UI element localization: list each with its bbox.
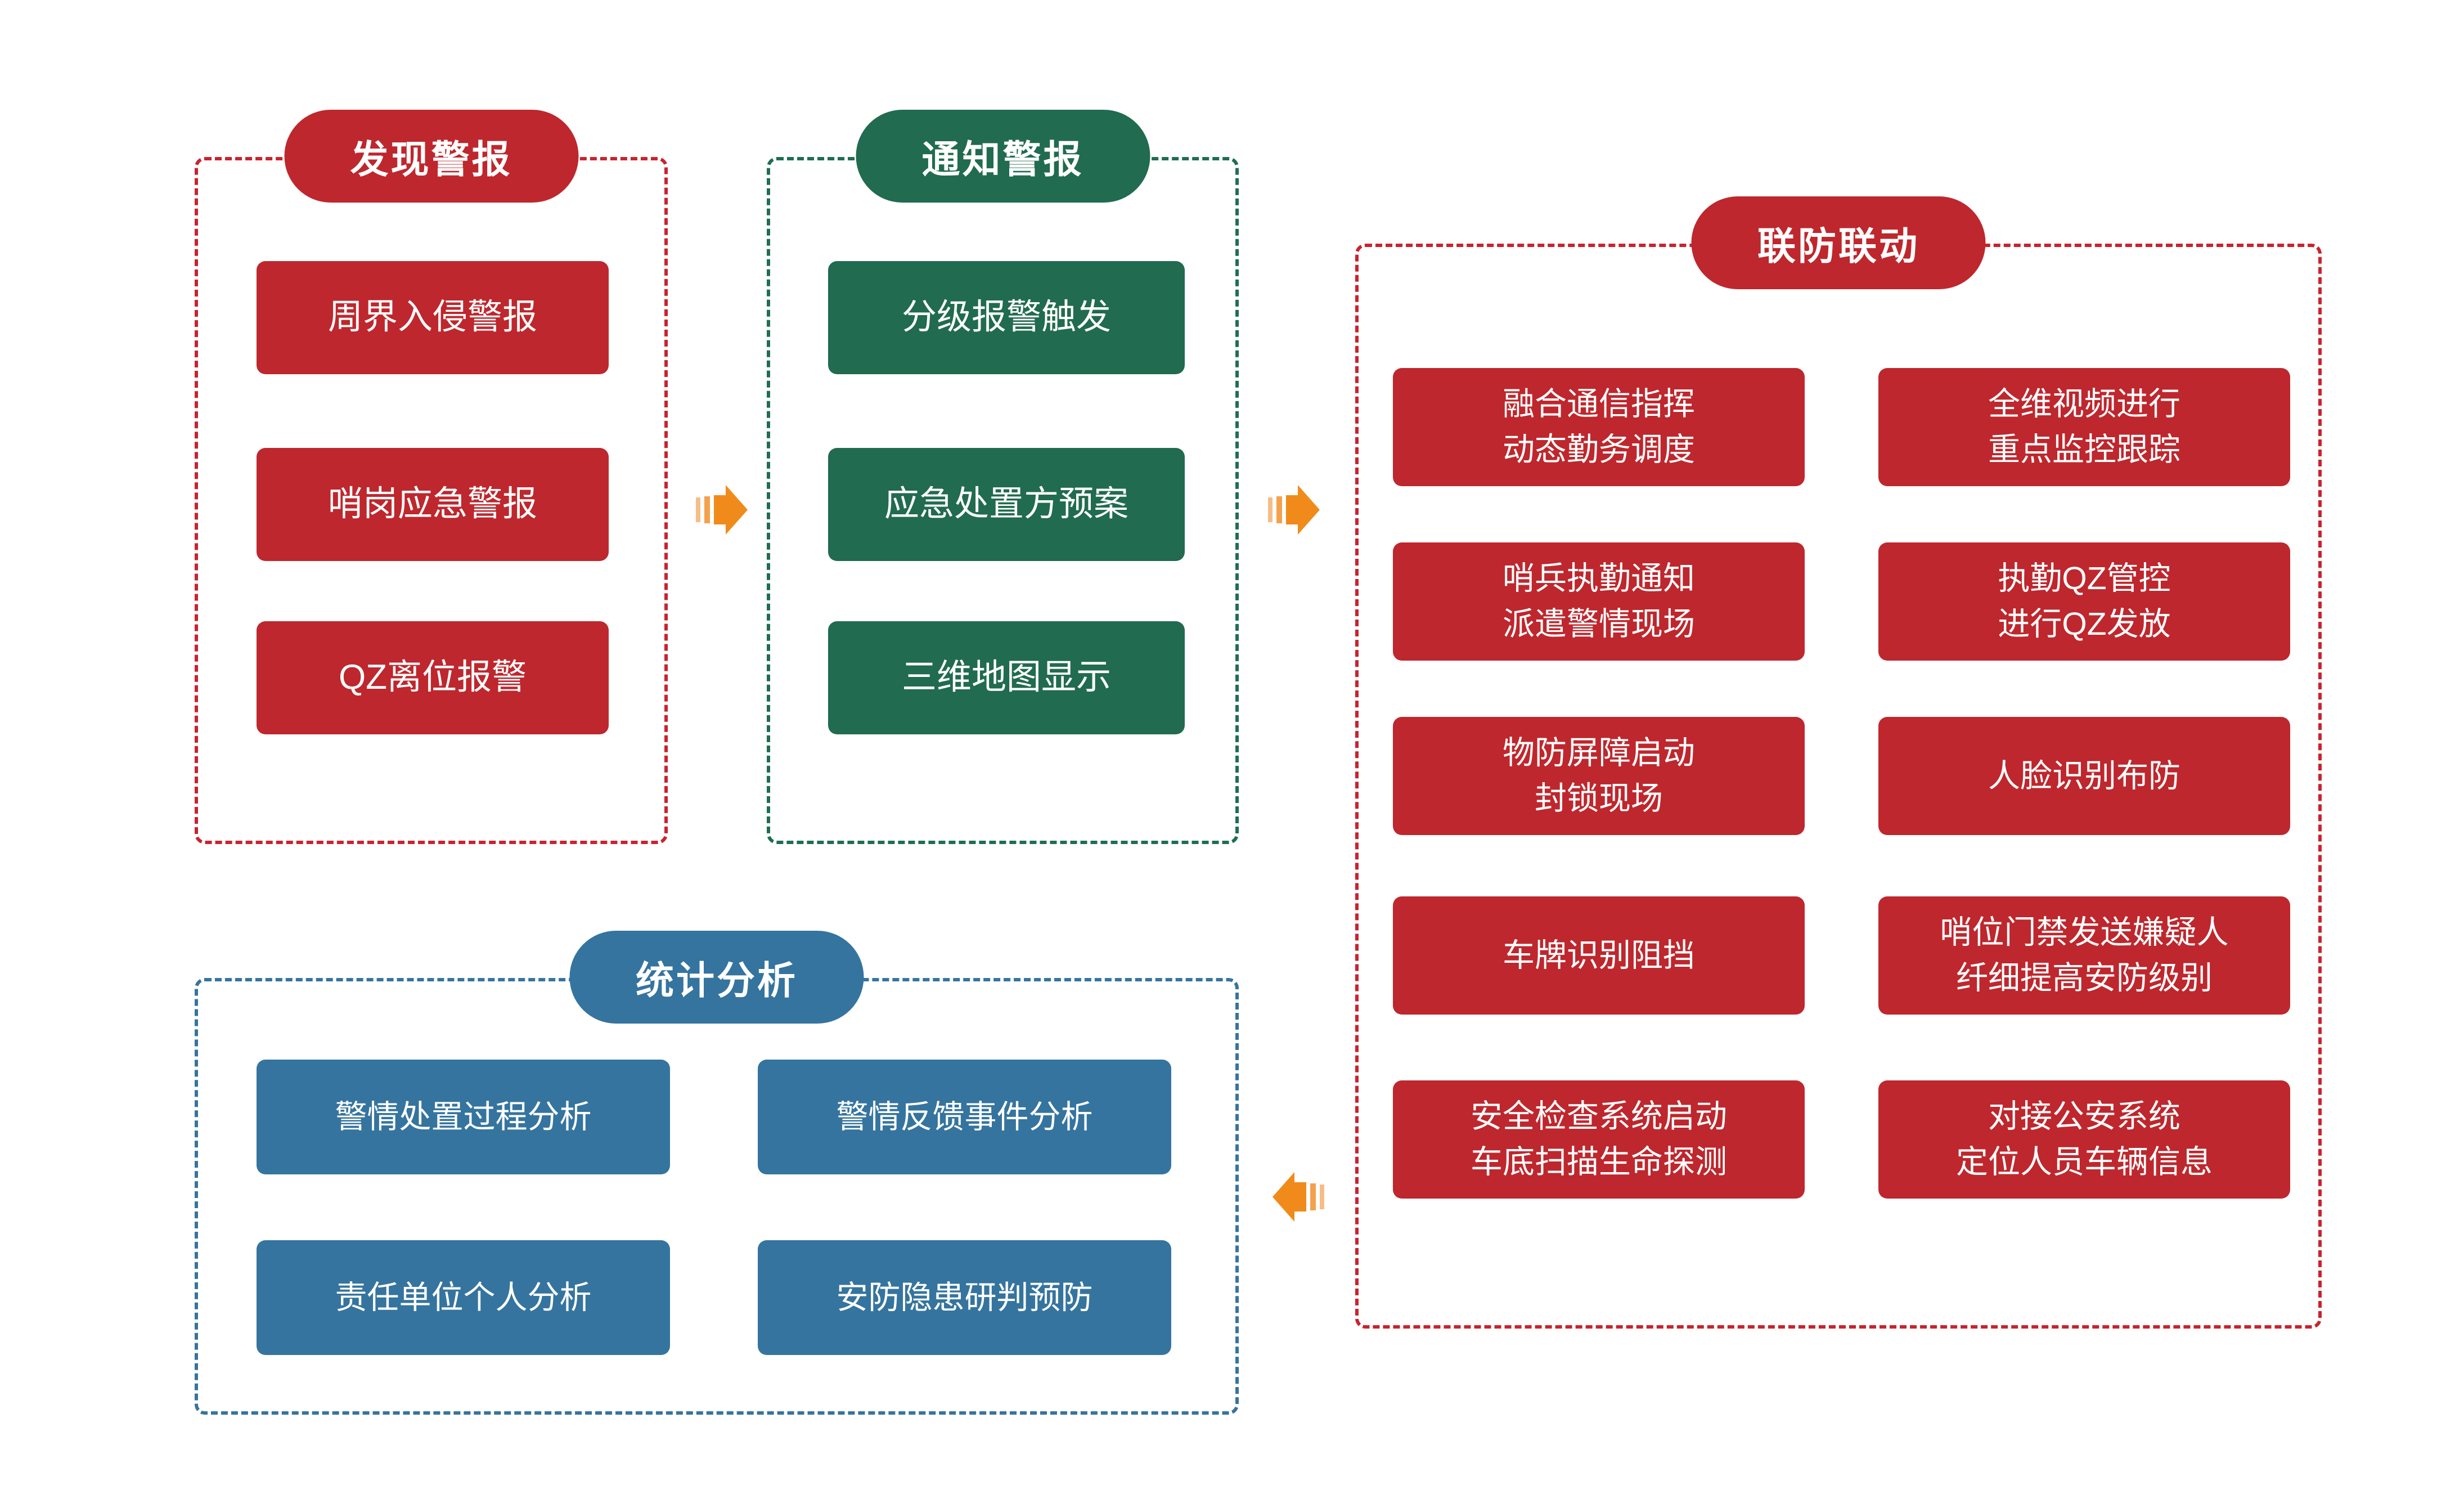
flow-node-label: 人脸识别布防 xyxy=(1988,757,2180,794)
flow-node-label: 哨岗应急警报 xyxy=(327,484,537,524)
flow-node-perimeter-intrusion-alarm: 周界入侵警报 xyxy=(257,261,609,374)
section-title: 联防联动 xyxy=(1757,225,1919,268)
flow-node-label: 哨位门禁发送嫌疑人 纤细提高安防级别 xyxy=(1940,914,2229,996)
section-title: 发现警报 xyxy=(350,138,512,181)
flow-node-label: 融合通信指挥 动态勤务调度 xyxy=(1503,386,1695,468)
flow-node-label: QZ离位报警 xyxy=(338,658,527,697)
section-title: 统计分析 xyxy=(635,959,798,1002)
flow-node-label: 全维视频进行 重点监控跟踪 xyxy=(1988,386,2180,468)
section-joint-defense-title-pill: 联防联动 xyxy=(1691,196,1986,289)
flow-node-3d-map-display: 三维地图显示 xyxy=(828,621,1185,734)
flow-node-physical-barrier-lockdown: 物防屏障启动 封锁现场 xyxy=(1393,717,1805,835)
flow-node-security-check-underbody-scan: 安全检查系统启动 车底扫描生命探测 xyxy=(1393,1080,1805,1199)
flow-node-label: 三维地图显示 xyxy=(901,658,1111,697)
flow-node-label: 车牌识别阻挡 xyxy=(1503,937,1695,973)
flow-node-label: 哨兵执勤通知 派遣警情现场 xyxy=(1503,560,1695,642)
flow-node-label: 对接公安系统 定位人员车辆信息 xyxy=(1956,1098,2213,1180)
flow-node-security-hazard-prediction: 安防隐患研判预防 xyxy=(758,1240,1171,1355)
flow-node-fused-comm-command: 融合通信指挥 动态勤务调度 xyxy=(1393,368,1805,486)
flow-node-post-access-suspect-alert: 哨位门禁发送嫌疑人 纤细提高安防级别 xyxy=(1878,896,2290,1015)
flow-node-label: 应急处置方预案 xyxy=(884,484,1128,524)
section-notify-alarm: 通知警报 分级报警触发 应急处置方预案 三维地图显示 xyxy=(767,110,1239,844)
flow-node-alarm-handling-process-analysis: 警情处置过程分析 xyxy=(257,1060,670,1174)
flow-node-label: 物防屏障启动 封锁现场 xyxy=(1503,735,1695,816)
section-statistics: 统计分析 警情处置过程分析 警情反馈事件分析 责任单位个人分析 安防隐患研判预防 xyxy=(195,931,1239,1415)
flow-node-qz-control-issue: 执勤QZ管控 进行QZ发放 xyxy=(1878,542,2290,661)
section-title: 通知警报 xyxy=(921,138,1084,181)
flow-arrow-left-icon xyxy=(1273,1172,1324,1222)
flow-node-plate-recognition-block: 车牌识别阻挡 xyxy=(1393,896,1805,1015)
section-joint-defense: 联防联动 融合通信指挥 动态勤务调度 全维视频进行 重点监控跟踪 哨兵执勤通知 … xyxy=(1355,196,2322,1329)
section-statistics-title-pill: 统计分析 xyxy=(569,931,864,1024)
flow-node-alarm-feedback-event-analysis: 警情反馈事件分析 xyxy=(758,1060,1171,1174)
flow-node-sentry-emergency-alarm: 哨岗应急警报 xyxy=(257,448,609,561)
flow-node-full-video-tracking: 全维视频进行 重点监控跟踪 xyxy=(1878,368,2290,486)
flow-node-label: 警情反馈事件分析 xyxy=(836,1098,1093,1135)
flow-arrow-right-icon xyxy=(696,485,748,535)
flow-node-qz-offpost-alarm: QZ离位报警 xyxy=(257,621,609,734)
flow-node-emergency-response-plan: 应急处置方预案 xyxy=(828,448,1185,561)
section-notify-alarm-title-pill: 通知警报 xyxy=(856,110,1150,203)
flow-arrow-right-icon xyxy=(1268,485,1320,535)
flow-node-label: 周界入侵警报 xyxy=(327,298,537,337)
flow-node-label: 分级报警触发 xyxy=(901,298,1111,337)
flow-node-label: 安防隐患研判预防 xyxy=(836,1279,1093,1316)
section-discover-alarm-title-pill: 发现警报 xyxy=(284,110,578,203)
flow-node-responsible-unit-person-analysis: 责任单位个人分析 xyxy=(257,1240,670,1355)
flow-node-police-system-locating: 对接公安系统 定位人员车辆信息 xyxy=(1878,1080,2290,1199)
flow-node-label: 执勤QZ管控 进行QZ发放 xyxy=(1998,560,2171,642)
flow-node-graded-alarm-trigger: 分级报警触发 xyxy=(828,261,1185,374)
flow-node-label: 警情处置过程分析 xyxy=(335,1098,592,1135)
flow-node-label: 安全检查系统启动 车底扫描生命探测 xyxy=(1471,1098,1727,1180)
flow-node-face-recognition-deploy: 人脸识别布防 xyxy=(1878,717,2290,835)
flow-node-label: 责任单位个人分析 xyxy=(335,1279,592,1316)
section-discover-alarm: 发现警报 周界入侵警报 哨岗应急警报 QZ离位报警 xyxy=(195,110,668,844)
flow-node-sentry-duty-notice: 哨兵执勤通知 派遣警情现场 xyxy=(1393,542,1805,661)
